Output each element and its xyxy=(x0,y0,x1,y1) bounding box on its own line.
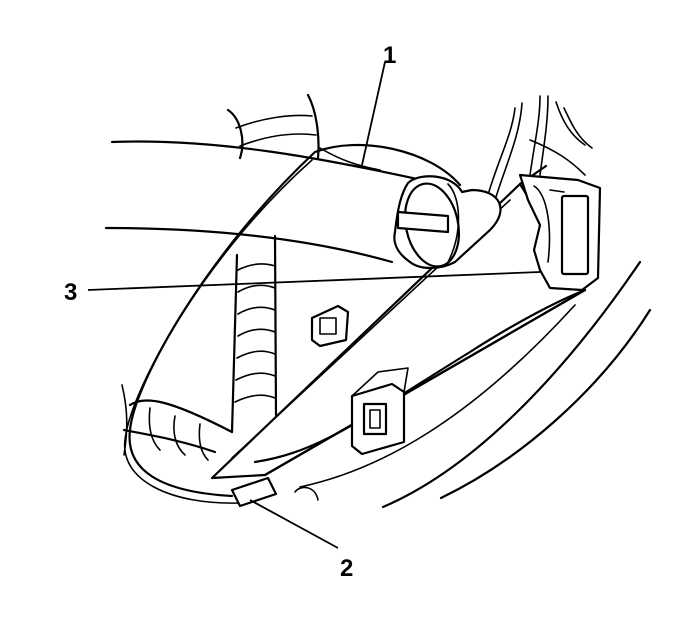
hose-fitting xyxy=(393,175,502,270)
rail-connector xyxy=(350,367,409,456)
hose xyxy=(104,140,424,264)
outer-panel-curves xyxy=(299,260,652,509)
routing-wire xyxy=(124,143,462,504)
callout-label-1: 1 xyxy=(383,42,396,69)
leader-line-1 xyxy=(361,61,386,166)
retainer-clip xyxy=(518,173,602,292)
leader-lines xyxy=(87,61,541,549)
wire-clip xyxy=(230,476,319,508)
top-wire-bundle xyxy=(487,95,593,198)
coiled-harness xyxy=(121,234,278,461)
leader-line-3 xyxy=(87,271,541,291)
leader-line-2 xyxy=(249,499,339,549)
upper-coiled-tube xyxy=(226,93,320,160)
callout-label-2: 2 xyxy=(340,555,353,582)
callout-label-3: 3 xyxy=(64,279,77,306)
coil-clip xyxy=(310,304,350,348)
